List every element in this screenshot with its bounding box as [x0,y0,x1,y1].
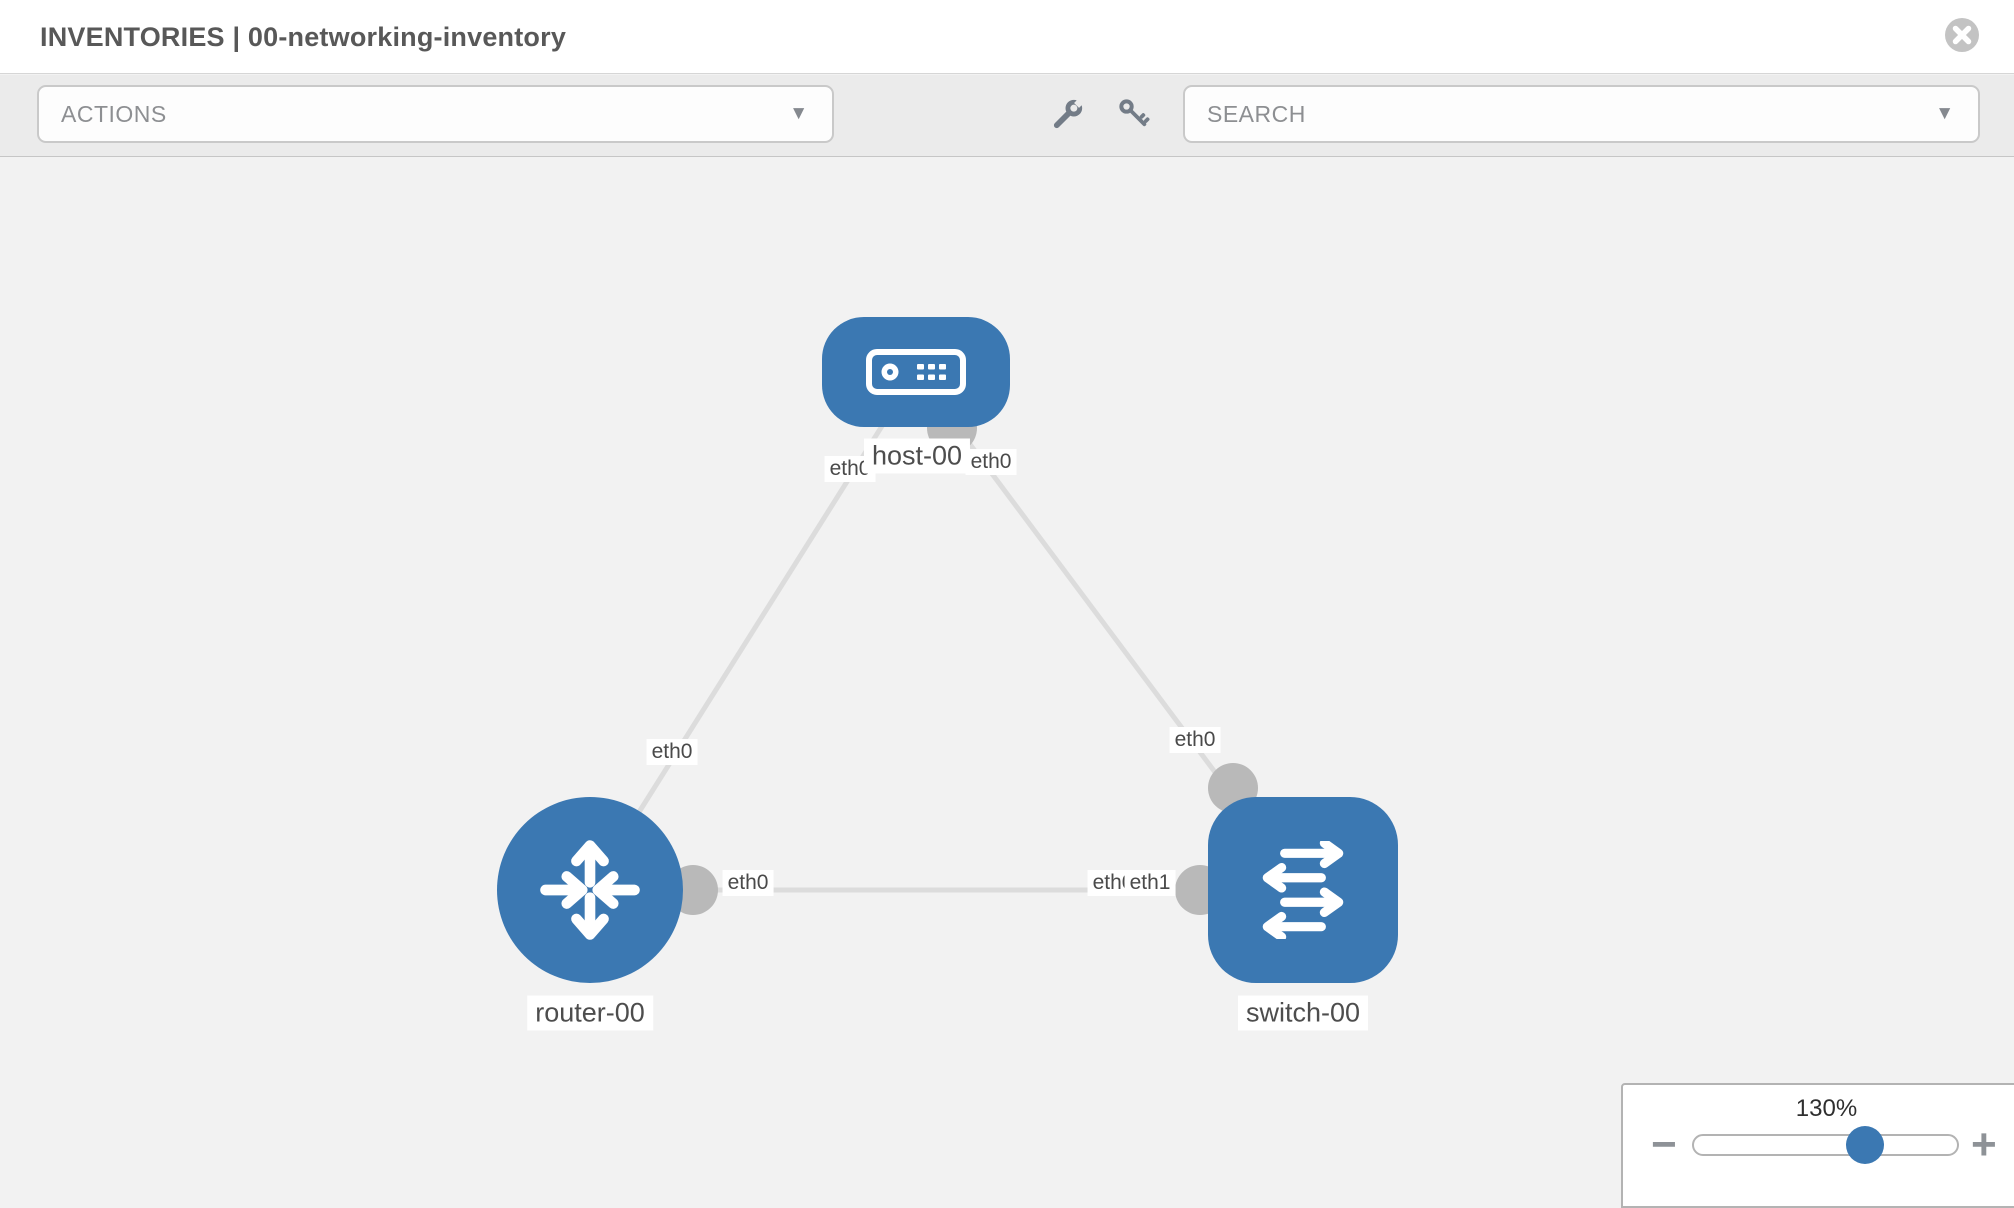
zoom-control-panel: 130% − + [1621,1083,2014,1208]
eth-label: eth0 [1169,727,1221,753]
switch-icon [1262,841,1344,939]
toolbar: ACTIONS ▼ SEARCH ▼ [0,75,2014,157]
breadcrumb-header: INVENTORIES | 00-networking-inventory [0,0,2014,74]
actions-dropdown[interactable]: ACTIONS ▼ [37,85,834,143]
page-title: INVENTORIES | 00-networking-inventory [40,22,567,52]
node-label-router: router-00 [527,995,653,1031]
zoom-in-icon[interactable]: + [1971,1120,1997,1169]
close-icon[interactable] [1944,17,1980,53]
zoom-slider-track[interactable] [1692,1134,1959,1156]
eth-label: eth0 [722,870,774,896]
node-label-switch: switch-00 [1237,995,1369,1031]
zoom-slider-thumb[interactable] [1846,1126,1884,1164]
node-switch-00[interactable] [1208,797,1398,983]
actions-dropdown-label: ACTIONS [61,101,167,127]
key-icon[interactable] [1115,95,1155,135]
wrench-icon[interactable] [1047,95,1087,135]
node-host-00[interactable] [822,317,1010,427]
host-icon [866,349,966,395]
links-layer [587,370,1306,915]
eth-label: eth1 [1124,870,1176,896]
topology-canvas[interactable]: eth0 eth0 eth0 eth0 eth0 eth0 eth1 host-… [0,157,2014,1200]
eth-label: eth0 [646,739,698,765]
chevron-down-icon: ▼ [1935,103,1954,124]
zoom-out-icon[interactable]: − [1651,1120,1677,1169]
node-router-00[interactable] [497,797,683,983]
router-icon [540,840,640,940]
search-dropdown-label: SEARCH [1207,101,1306,127]
chevron-down-icon: ▼ [789,103,808,124]
zoom-level-value: 130% [1795,1095,1858,1122]
eth-label: eth0 [965,449,1017,475]
node-label-host: host-00 [863,438,971,474]
search-dropdown[interactable]: SEARCH ▼ [1183,85,1980,143]
